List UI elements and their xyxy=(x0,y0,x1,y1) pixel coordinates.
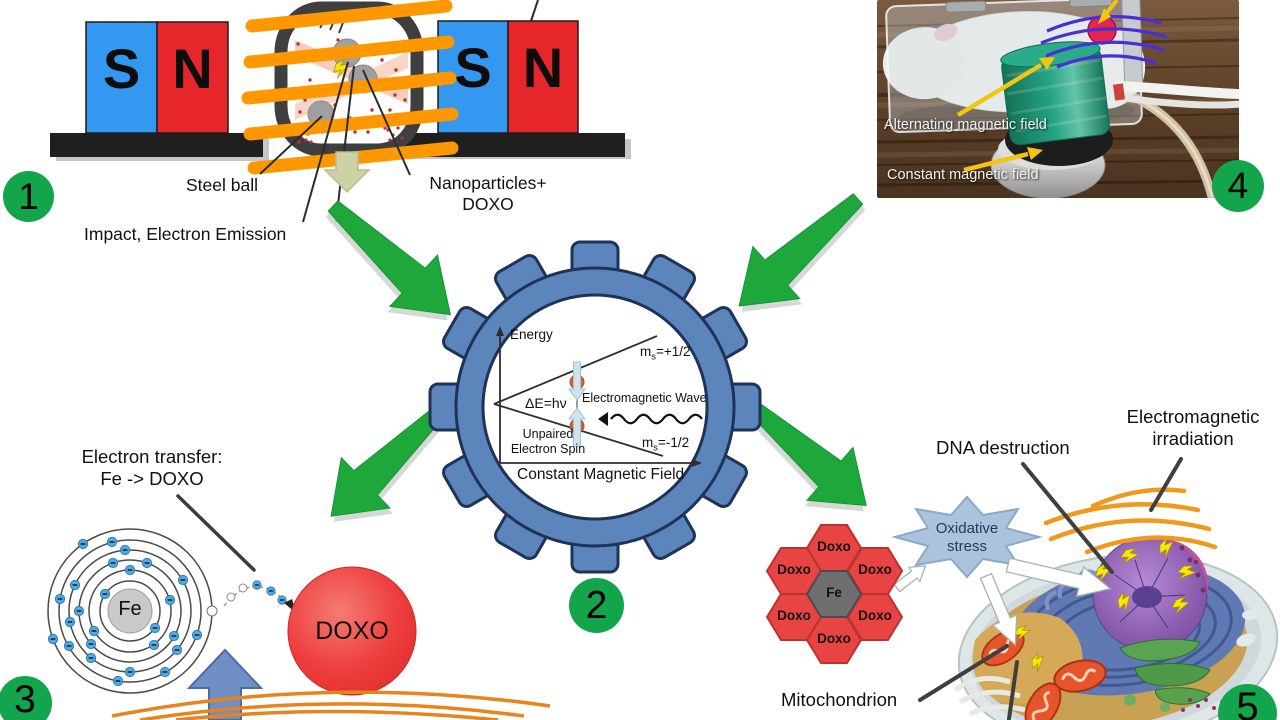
green-arrow-top-right xyxy=(738,193,866,312)
gear-icon xyxy=(428,240,762,574)
step-badge-2: 2 xyxy=(569,578,624,633)
field-axis-label: Constant Magnetic Field xyxy=(517,466,685,483)
green-arrow-bottom-left xyxy=(330,406,447,522)
magnet-right-south-label: S xyxy=(454,36,492,99)
pointer-lines xyxy=(918,457,1183,720)
hex-label-top: Doxo xyxy=(817,539,851,554)
em-irradiation-arcs xyxy=(1043,487,1218,555)
magnet-base-left xyxy=(50,133,263,157)
hex-label-bottom: Doxo xyxy=(817,631,851,646)
dna-destruction-label: DNA destruction xyxy=(936,437,1070,458)
atom-core xyxy=(107,588,153,634)
transition-energy-label: ΔE=hν xyxy=(525,395,567,411)
energy-axis-label: Energy xyxy=(510,327,553,342)
down-arrow-icon xyxy=(323,151,371,194)
golgi-icon xyxy=(1119,638,1211,712)
hex-label-lower-right: Doxo xyxy=(858,608,892,623)
em-wave-icon xyxy=(610,413,703,425)
atom-core-label: Fe xyxy=(118,598,142,620)
doxo-circle-label: DOXO xyxy=(315,617,389,645)
hex-label-upper-right: Doxo xyxy=(858,562,892,577)
em-irradiation-label: Electromagnetic irradiation xyxy=(1126,406,1260,449)
em-irradiation-arcs xyxy=(111,690,551,720)
electron-transfer-label: Electron transfer: Fe -> DOXO xyxy=(81,446,223,489)
green-arrow-top-left xyxy=(325,200,452,321)
er-ribbons xyxy=(953,675,1026,717)
cell-illustration xyxy=(953,536,1279,720)
cable xyxy=(1113,81,1239,99)
step-badge-3: 3 xyxy=(0,676,52,720)
em-wave-label: Electromagnetic Wave xyxy=(582,391,707,405)
panel5-cell xyxy=(765,457,1279,720)
magnet-left-south-label: S xyxy=(102,37,141,100)
mitochondrion-label: Mitochondrion xyxy=(781,689,898,710)
spin-down-label: ms=-1/2 xyxy=(642,435,690,454)
impact-label: Impact, Electron Emission xyxy=(84,224,287,244)
magnet-left-north-label: N xyxy=(172,37,213,100)
esr-energy-diagram xyxy=(493,326,703,467)
oxidative-stress-label: Oxidative stress xyxy=(935,520,999,555)
hex-label-lower-left: Doxo xyxy=(777,608,811,623)
magnet-right-north-label: N xyxy=(522,36,564,99)
fe-atom-icon xyxy=(47,528,218,694)
pointer-line xyxy=(176,494,256,572)
electron-hop-icon xyxy=(223,580,296,613)
yellow-pointer-arrows xyxy=(956,0,1119,173)
alternating-field-label: Alternating magnetic field xyxy=(884,117,1047,133)
steel-ball-label: Steel ball xyxy=(186,175,258,195)
magnet-left-icon xyxy=(85,21,229,134)
electron-vacancy xyxy=(206,605,218,617)
hex-label-upper-left: Doxo xyxy=(777,562,811,577)
hex-label-fe-center: Fe xyxy=(826,585,842,600)
unpaired-spin-label: Unpaired Electron Spin xyxy=(510,427,586,456)
pointer-lines xyxy=(259,0,539,223)
constant-field-label: Constant magnetic field xyxy=(887,167,1039,183)
step-badge-4: 4 xyxy=(1212,160,1264,212)
panel1-ball-milling xyxy=(50,0,631,223)
step-badge-1: 1 xyxy=(3,171,54,222)
panel3-electron-transfer xyxy=(47,494,551,720)
flow-arrows xyxy=(325,193,867,522)
panel2-gear xyxy=(428,240,762,574)
doxo-molecule-icon xyxy=(287,566,417,696)
spin-up-label: ms=+1/2 xyxy=(640,344,691,363)
doxo-fe-hexagons xyxy=(765,524,904,664)
oxidative-stress-burst xyxy=(891,495,1043,579)
panel4-photo xyxy=(877,0,1239,198)
nucleus-icon xyxy=(1092,536,1209,652)
up-arrow-icon xyxy=(186,648,264,720)
white-arrows xyxy=(893,557,1112,647)
nanoparticles-label: Nanoparticles+ DOXO xyxy=(429,173,547,214)
